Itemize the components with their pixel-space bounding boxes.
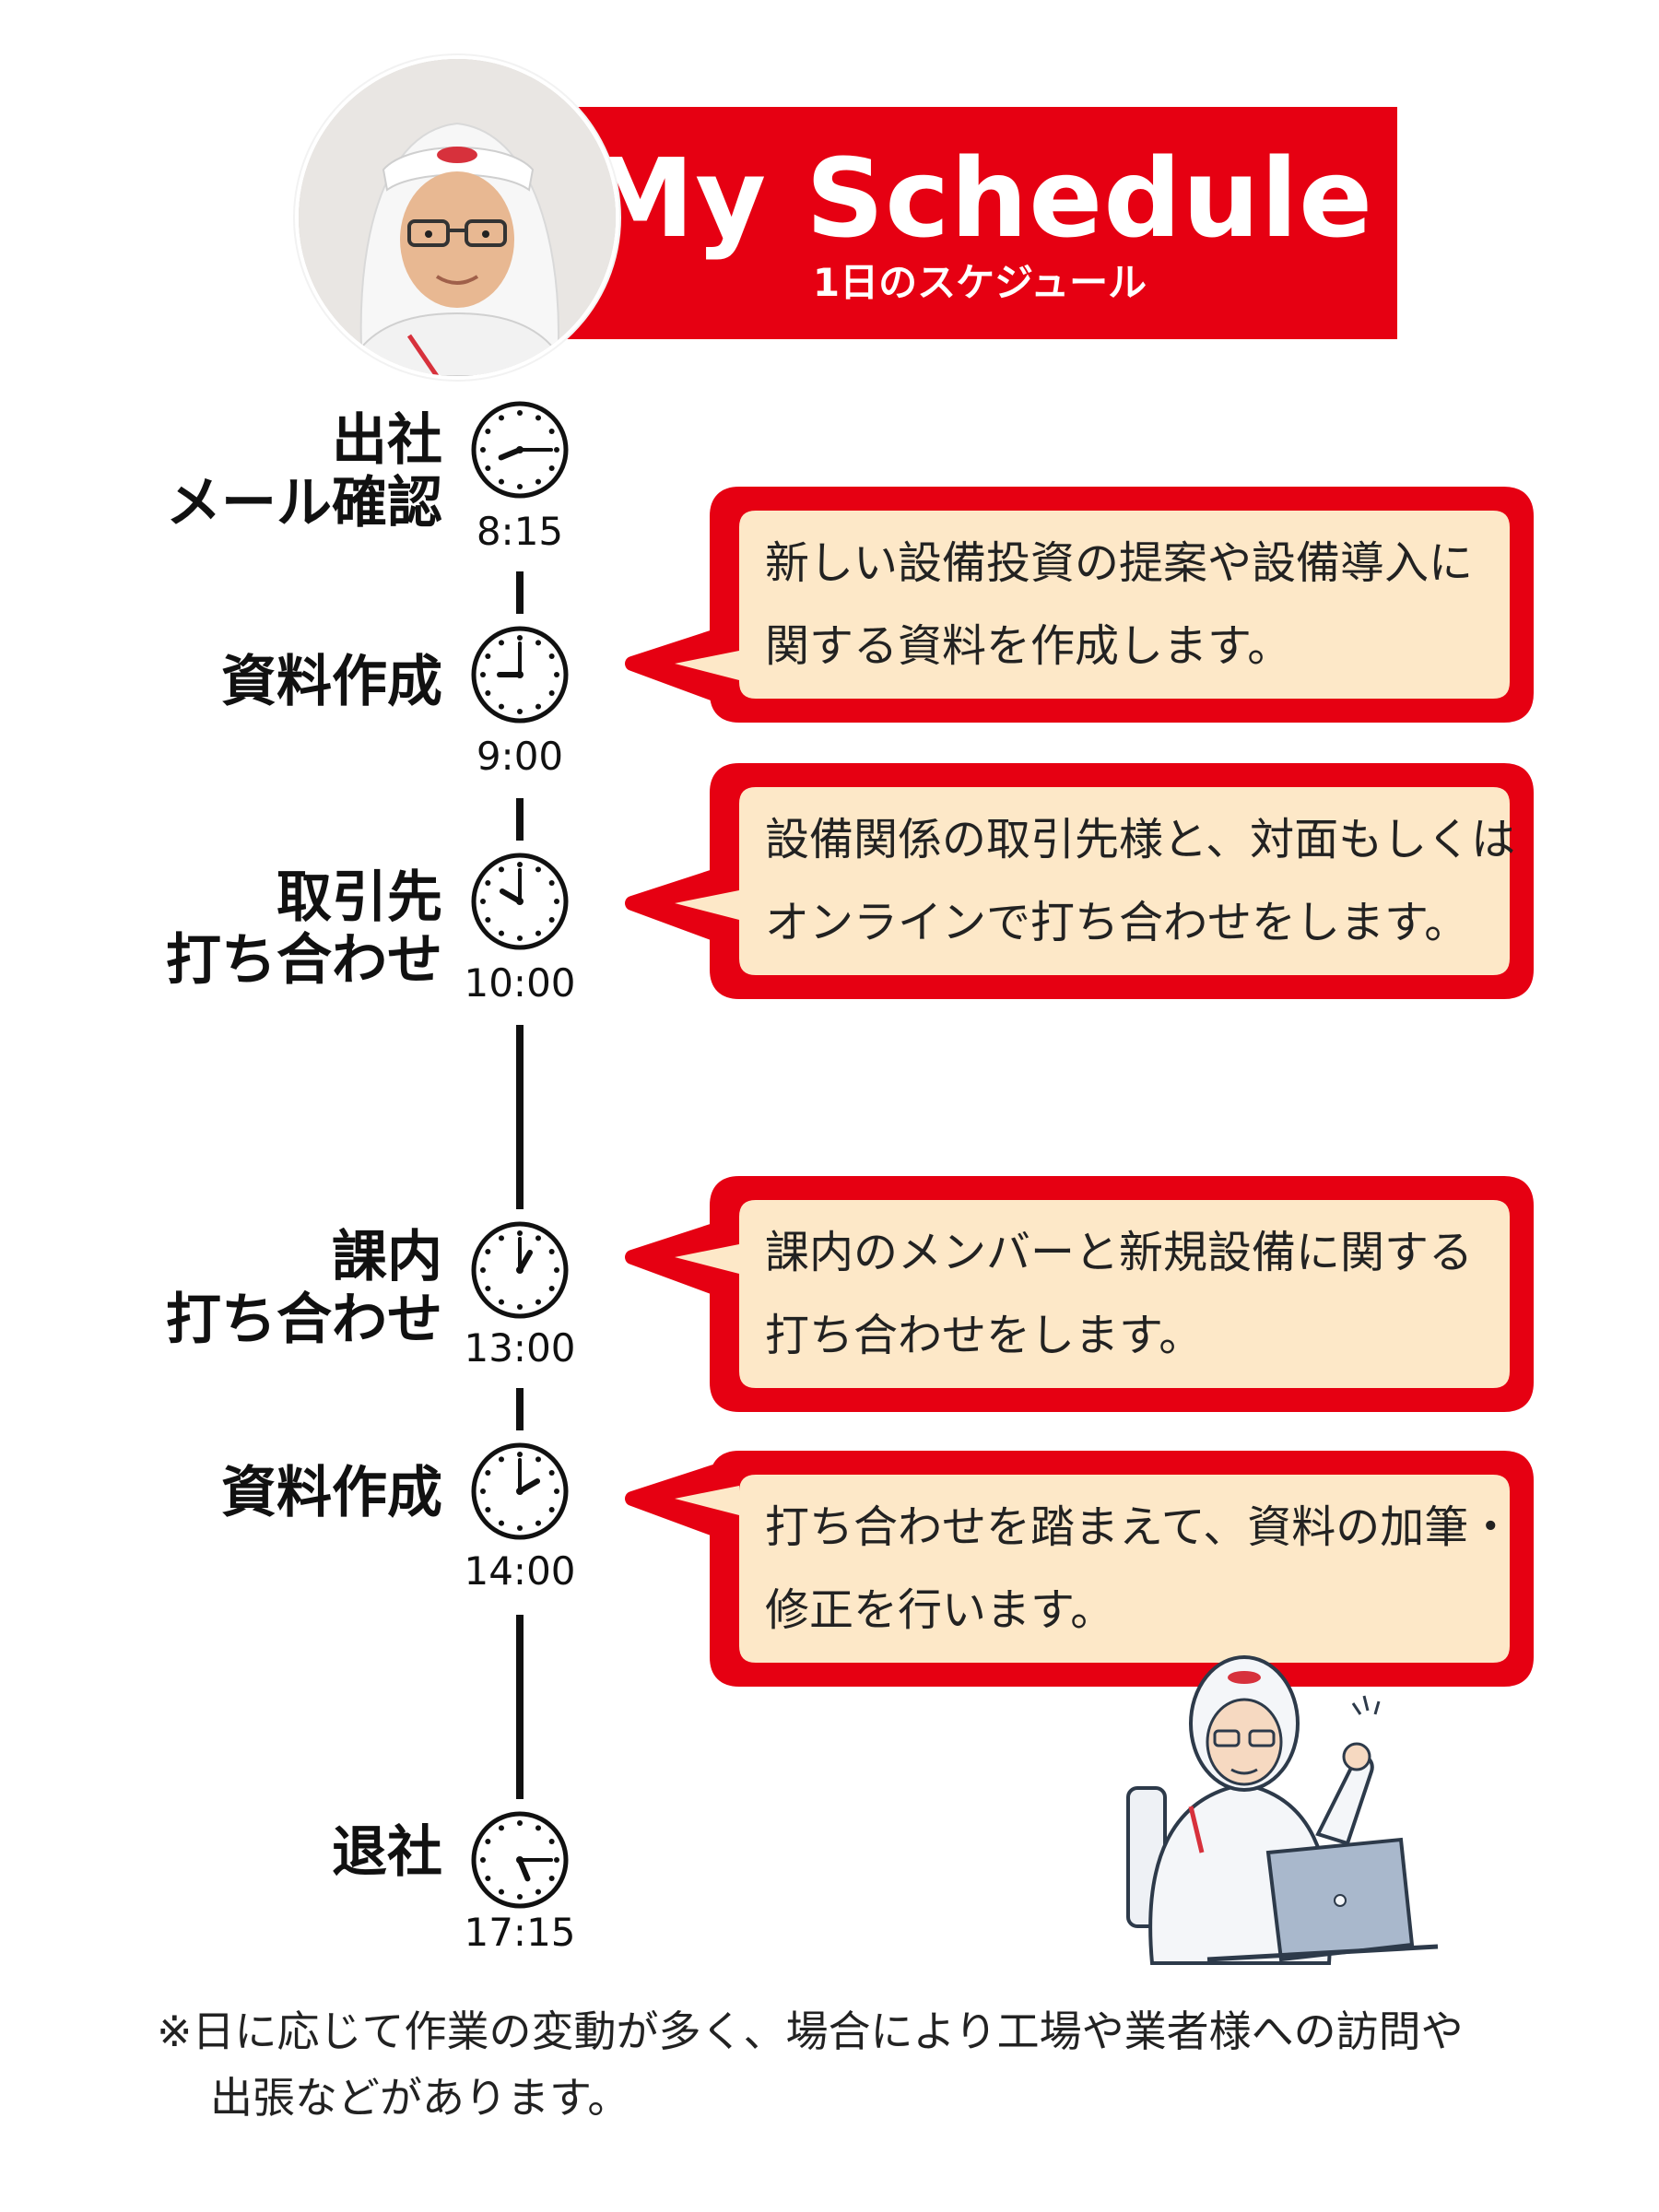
event-label-line: 資料作成	[221, 1461, 442, 1525]
callout-text-line: 修正を行います。	[765, 1584, 1115, 1636]
time-label: 10:00	[464, 960, 576, 1006]
time-label: 8:15	[476, 509, 564, 554]
callout-shape	[625, 1176, 1534, 1412]
event-label: 出社メール確認	[55, 409, 442, 535]
footnote-line: ※日に応じて作業の変動が多く、場合により工場や業者様への訪問や	[157, 2006, 1464, 2056]
clock-icon	[468, 1808, 571, 1912]
timeline-connector	[516, 798, 524, 841]
time-label: 17:15	[464, 1910, 576, 1955]
callout-text-line: 設備関係の取引先様と、対面もしくは	[765, 814, 1516, 865]
page-subtitle: 1日のスケジュール	[812, 260, 1147, 305]
callout-text-line: 関する資料を作成します。	[765, 620, 1292, 672]
page-title: My Schedule	[585, 135, 1374, 262]
callout-bubble: 新しい設備投資の提案や設備導入に関する資料を作成します。	[619, 479, 1541, 730]
callout-text-line: 新しい設備投資の提案や設備導入に	[765, 537, 1474, 589]
worker-with-laptop-illustration-icon	[1126, 1655, 1439, 1965]
callout-bubble: 設備関係の取引先様と、対面もしくはオンラインで打ち合わせをします。	[619, 756, 1541, 1006]
event-label-line: 資料作成	[221, 650, 442, 714]
footnote: ※日に応じて作業の変動が多く、場合により工場や業者様への訪問や 出張などがありま…	[157, 1998, 1539, 2131]
clock-icon	[468, 1440, 571, 1543]
clock-icon	[468, 623, 571, 726]
person-photo-avatar-icon	[299, 59, 616, 376]
event-label-line: メール確認	[166, 471, 442, 535]
callout-text-line: オンラインで打ち合わせをします。	[765, 897, 1469, 948]
callout-text-line: 打ち合わせを踏まえて、資料の加筆・	[765, 1501, 1513, 1553]
callout-text: 打ち合わせを踏まえて、資料の加筆・修正を行います。	[765, 1486, 1513, 1652]
callout-text: 新しい設備投資の提案や設備導入に関する資料を作成します。	[765, 522, 1497, 688]
event-label-line: 課内	[332, 1225, 442, 1289]
callout-bubble: 課内のメンバーと新規設備に関する打ち合わせをします。	[619, 1169, 1541, 1419]
avatar	[295, 55, 619, 380]
timeline-connector	[516, 1615, 524, 1799]
callout-shape	[625, 763, 1534, 999]
callout-shape	[625, 487, 1534, 723]
time-label: 13:00	[464, 1325, 576, 1371]
clock-icon	[468, 398, 571, 501]
clock-icon	[468, 850, 571, 953]
callout-bubble: 打ち合わせを踏まえて、資料の加筆・修正を行います。	[619, 1443, 1541, 1694]
event-label-line: 出社	[332, 408, 442, 473]
event-label: 取引先打ち合わせ	[55, 866, 442, 992]
timeline-connector	[516, 1025, 524, 1209]
header-banner	[562, 107, 1397, 339]
event-label-line: 打ち合わせ	[166, 928, 442, 993]
time-label: 9:00	[476, 734, 564, 779]
event-label: 課内打ち合わせ	[55, 1226, 442, 1351]
worker-illustration	[1088, 1622, 1493, 1972]
callout-text: 設備関係の取引先様と、対面もしくはオンラインで打ち合わせをします。	[765, 798, 1516, 964]
footnote-line: 出張などがあります。	[210, 2073, 630, 2123]
timeline-connector	[516, 1388, 524, 1430]
callout-text: 課内のメンバーと新規設備に関する打ち合わせをします。	[765, 1211, 1497, 1377]
event-label-line: 取引先	[276, 865, 442, 930]
time-label: 14:00	[464, 1548, 576, 1594]
event-label: 資料作成	[55, 1462, 442, 1524]
event-label: 資料作成	[55, 651, 442, 713]
event-label-line: 退社	[332, 1820, 442, 1885]
event-label-line: 打ち合わせ	[166, 1288, 442, 1352]
clock-icon	[468, 1218, 571, 1322]
callout-shape	[625, 1451, 1534, 1687]
event-label: 退社	[55, 1821, 442, 1884]
timeline-connector	[516, 571, 524, 614]
callout-text-line: 打ち合わせをします。	[765, 1310, 1204, 1361]
callout-text-line: 課内のメンバーと新規設備に関する	[765, 1227, 1474, 1278]
